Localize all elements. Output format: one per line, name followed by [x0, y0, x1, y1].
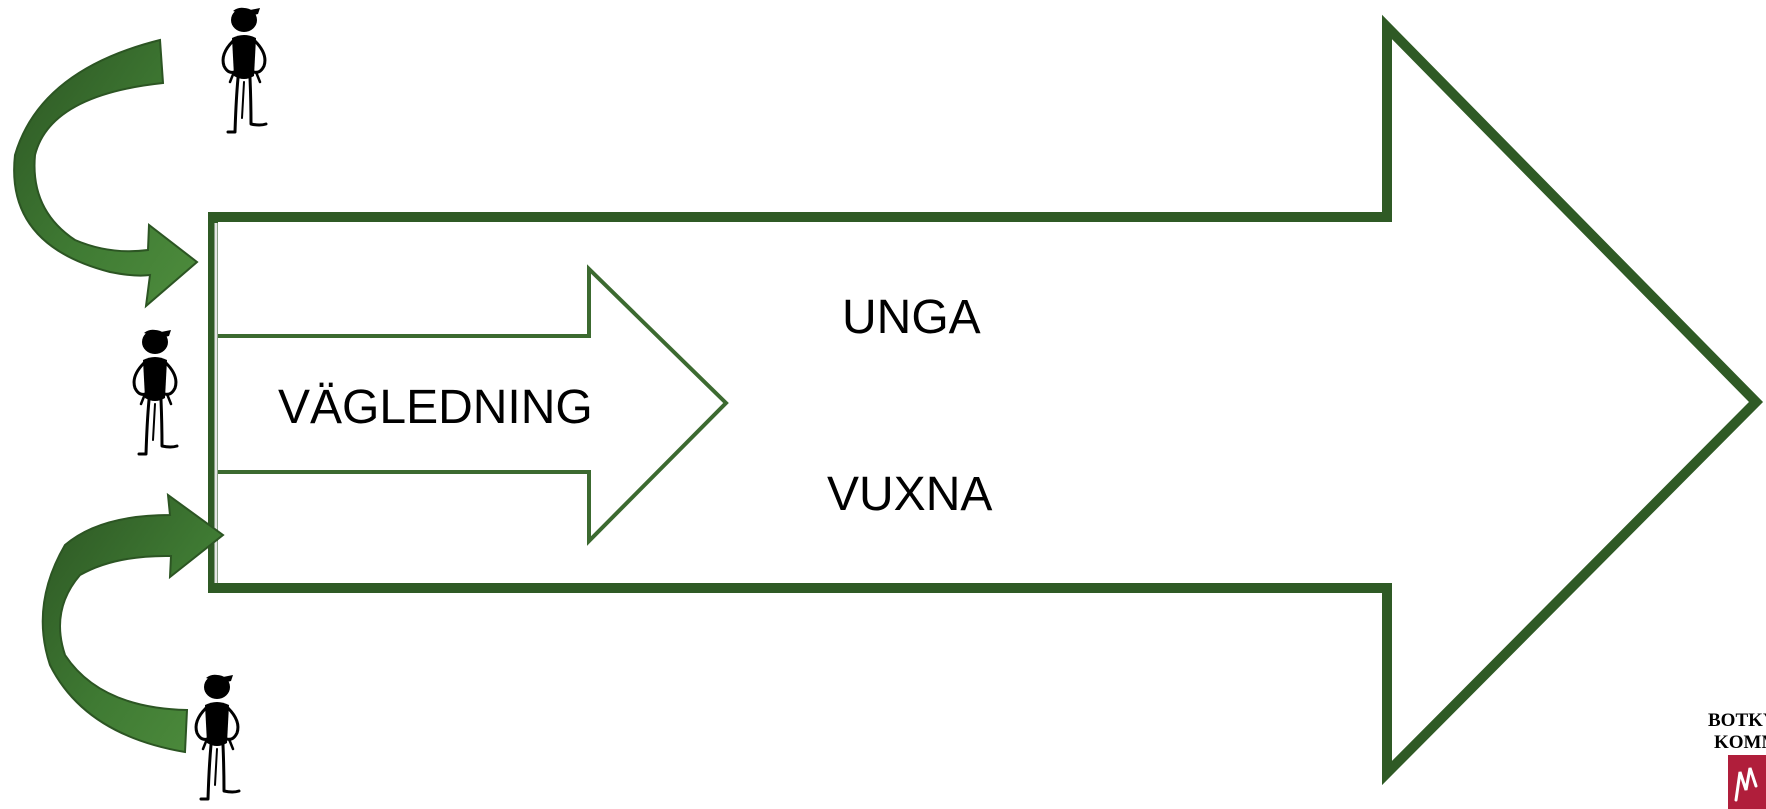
- person-figure-icon: [194, 673, 241, 801]
- logo-line-2: KOMMUN: [1714, 732, 1766, 753]
- person-figure-icon: [221, 6, 268, 134]
- person-figure-icon: [132, 328, 179, 456]
- curved-arrow-icon: [41, 492, 225, 754]
- label-vagledning: VÄGLEDNING: [278, 381, 593, 434]
- large-outline-arrow: [208, 14, 1764, 786]
- logo-line-1: BOTKYRKA: [1708, 710, 1766, 731]
- small-outline-arrow: [218, 264, 729, 546]
- label-vuxna: VUXNA: [827, 468, 992, 521]
- label-unga: UNGA: [842, 291, 981, 344]
- municipality-logo: BOTKYRKA KOMMUN: [1708, 710, 1766, 809]
- curved-arrow-icon: [13, 38, 199, 309]
